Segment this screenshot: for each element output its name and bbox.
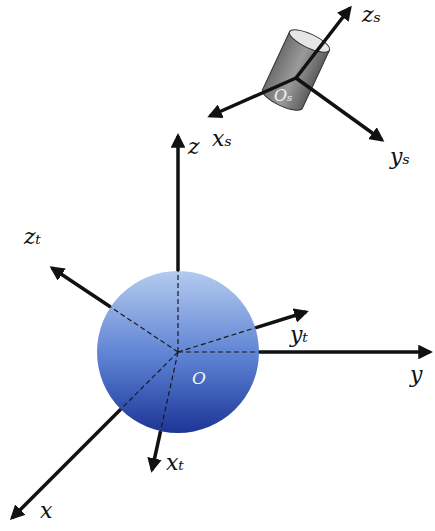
axis-arrow — [210, 78, 296, 116]
origin-label: O — [192, 370, 206, 387]
axis-dashed — [178, 351, 259, 352]
axis-label: zₛ — [362, 4, 381, 26]
axis-arrow — [259, 350, 430, 354]
axis-arrow — [176, 136, 180, 271]
origin-label: Oₛ — [274, 88, 293, 104]
axis-arrow — [296, 78, 382, 140]
axis-label: z — [188, 136, 200, 158]
axis-dashed — [161, 352, 178, 431]
axis-arrow — [52, 268, 111, 307]
axis-arrow — [12, 409, 121, 518]
axis-dashed — [178, 328, 255, 352]
axis-arrow — [152, 431, 161, 470]
axis-dashed — [111, 307, 178, 352]
axis-label: xₜ — [166, 452, 184, 474]
axis-dashed — [121, 352, 178, 409]
axis-dashed — [177, 271, 178, 352]
cylinder-body: Oₛ — [258, 22, 334, 118]
axis-label: zₜ — [24, 226, 41, 248]
axis-label: y — [410, 364, 422, 386]
cylinder-outline — [258, 22, 334, 118]
axis-label: yₜ — [290, 324, 308, 346]
axis-label: yₛ — [390, 146, 410, 168]
axis-label: x — [40, 500, 52, 522]
axis-arrow — [296, 8, 350, 78]
axis-label: xₛ — [212, 128, 232, 150]
